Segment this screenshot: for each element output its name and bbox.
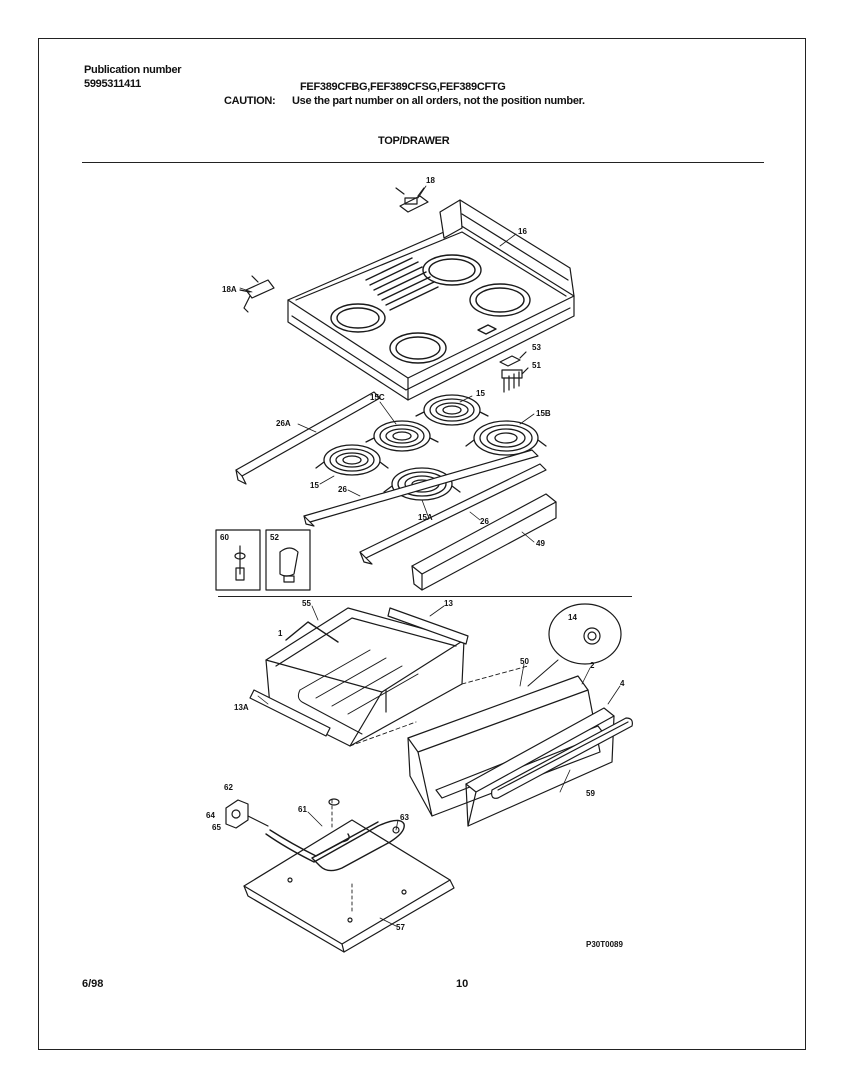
part-18A-bracket [239,275,275,313]
surface-element-15C [365,420,439,452]
surface-element-15B [465,420,547,456]
callout-13: 13 [444,599,453,608]
callout-61: 61 [298,805,307,814]
callout-65: 65 [212,823,221,832]
callout-labels: 18 16 18A 53 51 15C 15 15B 26A 15 26 15A… [206,176,625,932]
callout-13A: 13A [234,703,249,712]
callout-55: 55 [302,599,311,608]
callout-49: 49 [536,539,545,548]
model-numbers: FEF389CFBG,FEF389CFSG,FEF389CFTG [300,81,506,93]
drawer-rail-13A [249,689,331,737]
element-support-26-right [359,463,547,565]
part-18-bracket [395,187,429,213]
callout-64: 64 [206,811,215,820]
callout-15A: 15A [418,513,433,522]
callout-4: 4 [620,679,625,688]
callout-59: 59 [586,789,595,798]
callout-53: 53 [532,343,541,352]
callout-60: 60 [220,533,229,542]
callout-2: 2 [590,661,595,670]
callout-50: 50 [520,657,529,666]
page-border [38,38,806,1050]
callout-57: 57 [396,923,405,932]
drawer-rail-13 [387,607,469,645]
inset-box-60 [215,529,261,591]
cooktop-burner-markings [330,254,531,364]
surface-element-15 [415,394,489,426]
callout-63: 63 [400,813,409,822]
callout-15-left: 15 [310,481,319,490]
detail-circle-14 [527,603,622,687]
section-title: TOP/DRAWER [378,135,450,147]
part-53-51-switch [499,351,529,393]
callout-15: 15 [476,389,485,398]
drawing-number: P30T0089 [586,940,623,949]
element-support-26A [235,391,381,485]
caution-text: Use the part number on all orders, not t… [292,95,585,107]
callout-26A: 26A [276,419,291,428]
callout-15C: 15C [370,393,385,402]
header-rule [82,162,764,163]
section-divider [218,596,632,597]
element-support-26 [303,449,539,527]
callout-62: 62 [224,783,233,792]
page-number: 10 [456,978,469,990]
callout-18: 18 [426,176,435,185]
drawer-front-panel-50 [407,675,601,817]
caution-label: CAUTION: [224,95,276,107]
leader-lines [239,185,621,927]
callout-18A: 18A [222,285,237,294]
callout-51: 51 [532,361,541,370]
callout-52: 52 [270,533,279,542]
footer-date: 6/98 [82,978,104,990]
warmer-element-61 [265,819,405,872]
drawer-handle-59 [491,717,633,799]
publication-label: Publication number [84,64,182,76]
inset-box-52 [265,529,311,591]
drawer-dash-lines [349,665,529,747]
thermostat-62-64-65 [225,799,269,829]
front-trim-49 [411,493,557,591]
callout-1: 1 [278,629,283,638]
callout-26: 26 [338,485,347,494]
publication-number: 5995311411 [84,78,141,90]
callout-14: 14 [568,613,577,622]
callout-26-right: 26 [480,517,489,526]
cooktop-top-panel [287,199,575,401]
screw-63 [328,798,400,915]
callout-16: 16 [518,227,527,236]
callout-15B: 15B [536,409,551,418]
drawer-front-4 [465,707,615,827]
surface-element-15-left [315,444,389,476]
drawer-bottom-57 [243,819,455,953]
